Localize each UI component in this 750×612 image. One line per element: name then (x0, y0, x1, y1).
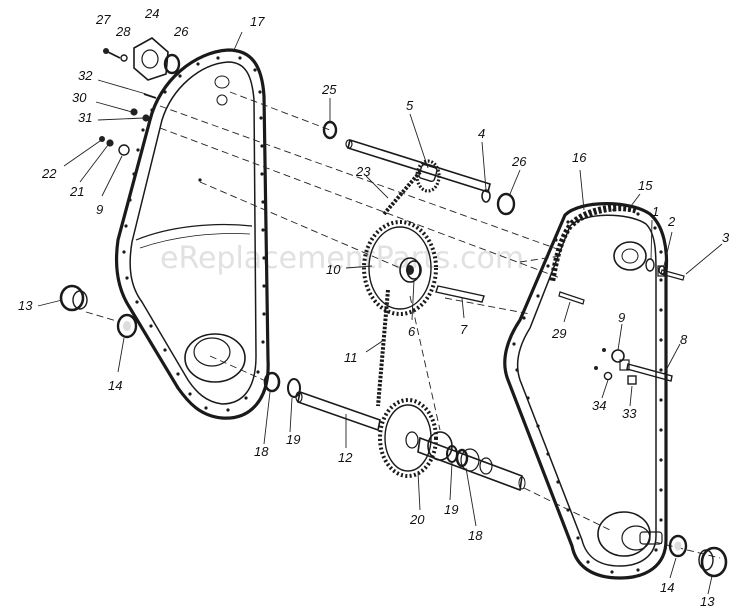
bolt-3 (657, 265, 685, 281)
callout-33: 33 (622, 406, 637, 421)
bearing-26-right (496, 192, 516, 216)
callout-28: 28 (115, 24, 131, 39)
callout-31: 31 (78, 110, 92, 125)
callout-30: 30 (72, 90, 87, 105)
callout-26: 26 (173, 24, 189, 39)
lower-hub-shaft (417, 431, 526, 492)
washer-1 (645, 258, 655, 272)
spacer-6 (406, 260, 422, 280)
callout-19-right: 19 (444, 502, 458, 517)
bolt-33 (627, 375, 637, 385)
bearing-14-right (668, 534, 688, 558)
watermark-text: eReplacementParts.com (160, 241, 524, 276)
callout-13-left: 13 (18, 298, 33, 313)
callout-18-right: 18 (468, 528, 483, 543)
callout-22: 22 (41, 166, 57, 181)
callout-26-right: 26 (511, 154, 527, 169)
callout-4: 4 (478, 126, 485, 141)
drive-chain-11 (376, 170, 422, 407)
callout-5: 5 (406, 98, 414, 113)
left-chaincase-half (114, 48, 270, 420)
callout-15: 15 (638, 178, 653, 193)
callout-7: 7 (460, 322, 468, 337)
drive-chain-upper (549, 204, 638, 283)
callout-2: 2 (667, 214, 676, 229)
seal-13-left (59, 284, 88, 312)
callout-8: 8 (680, 332, 688, 347)
callout-25: 25 (321, 82, 337, 97)
callout-19-left: 19 (286, 432, 300, 447)
callout-13-right: 13 (700, 594, 715, 609)
right-chaincase-half (503, 202, 669, 580)
seal-13-right (698, 546, 728, 578)
leader-lines (37, 31, 723, 595)
callout-17: 17 (250, 14, 265, 29)
callout-29: 29 (551, 326, 566, 341)
fittings-30-31-32 (130, 93, 157, 122)
callout-27: 27 (95, 12, 111, 27)
callout-1: 1 (652, 204, 659, 219)
callout-3: 3 (722, 230, 730, 245)
callout-9-left: 9 (96, 202, 103, 217)
washer-34 (594, 366, 613, 381)
callout-labels: 27 28 24 26 17 32 30 31 22 21 9 25 5 4 2… (18, 6, 730, 609)
bolt-29 (558, 291, 585, 305)
callout-12: 12 (338, 450, 353, 465)
screw-27 (103, 48, 121, 59)
bearing-plate-24 (133, 37, 169, 81)
bearing-25 (322, 120, 338, 140)
lower-sprocket-20 (378, 398, 438, 478)
callout-24: 24 (144, 6, 159, 21)
callout-34: 34 (592, 398, 606, 413)
upper-shaft-5 (345, 138, 491, 194)
washer-2 (658, 265, 666, 275)
lower-shaft-12 (295, 390, 381, 432)
bearing-18-left (263, 371, 281, 393)
callout-32: 32 (78, 68, 93, 83)
bearing-26-left (163, 53, 181, 75)
callout-16: 16 (572, 150, 587, 165)
bearing-14-left (116, 313, 138, 339)
callout-21: 21 (69, 184, 84, 199)
callout-18-left: 18 (254, 444, 269, 459)
washer-28 (120, 54, 128, 62)
pin-7 (435, 285, 485, 303)
fittings-21-22-9 (99, 136, 130, 156)
callout-20: 20 (409, 512, 425, 527)
callout-23: 23 (355, 164, 371, 179)
alignment-lines (85, 91, 721, 559)
callout-14-right: 14 (660, 580, 674, 595)
callout-6: 6 (408, 324, 416, 339)
callout-14-left: 14 (108, 378, 122, 393)
callout-11: 11 (344, 350, 358, 365)
bearing-18-right (455, 448, 469, 468)
long-bolt-8 (619, 359, 673, 382)
washer-19-left (287, 378, 301, 398)
callout-9-right: 9 (618, 310, 625, 325)
callout-10: 10 (326, 262, 341, 277)
